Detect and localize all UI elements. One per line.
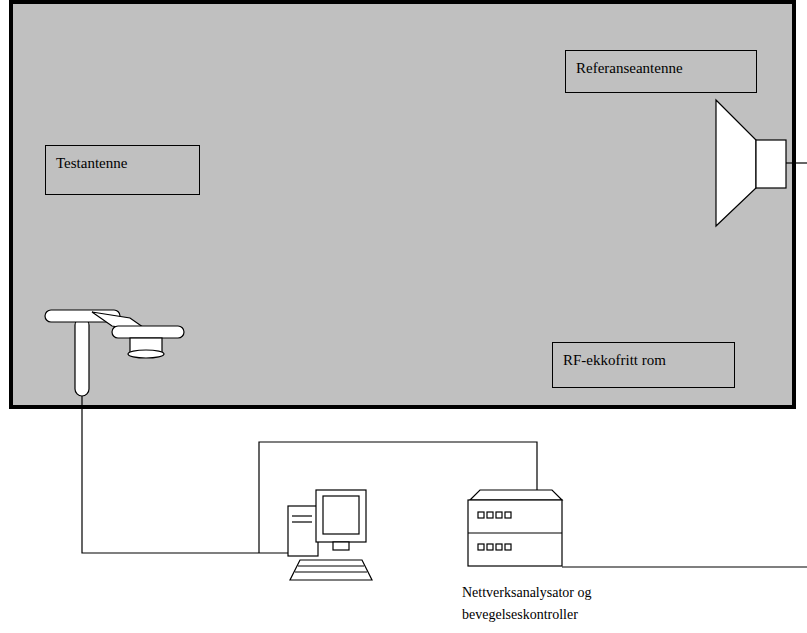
cable [82,396,807,567]
key [505,512,511,518]
label-text: RF-ekkofritt rom [563,351,666,371]
device-caption: Nettverksanalysator og bevegelseskontrol… [462,488,627,625]
label-text: Nettverksanalysator og bevegelseskontrol… [462,582,627,625]
key [505,544,511,550]
key [496,544,502,550]
network-analyser [468,490,562,566]
computer [288,490,372,580]
key [478,512,484,518]
key [487,544,493,550]
key [487,512,493,518]
label-box: Referanseantenne [565,50,757,93]
key [478,544,484,550]
label-box: RF-ekkofritt rom [552,342,735,388]
label-text: Referanseantenne [576,59,683,79]
label-text: Testantenne [56,154,127,174]
key [496,512,502,518]
antenna-positioner [45,310,184,396]
horn-antenna [716,100,807,226]
label-box: Testantenne [45,145,200,195]
anechoic-room [11,2,794,407]
